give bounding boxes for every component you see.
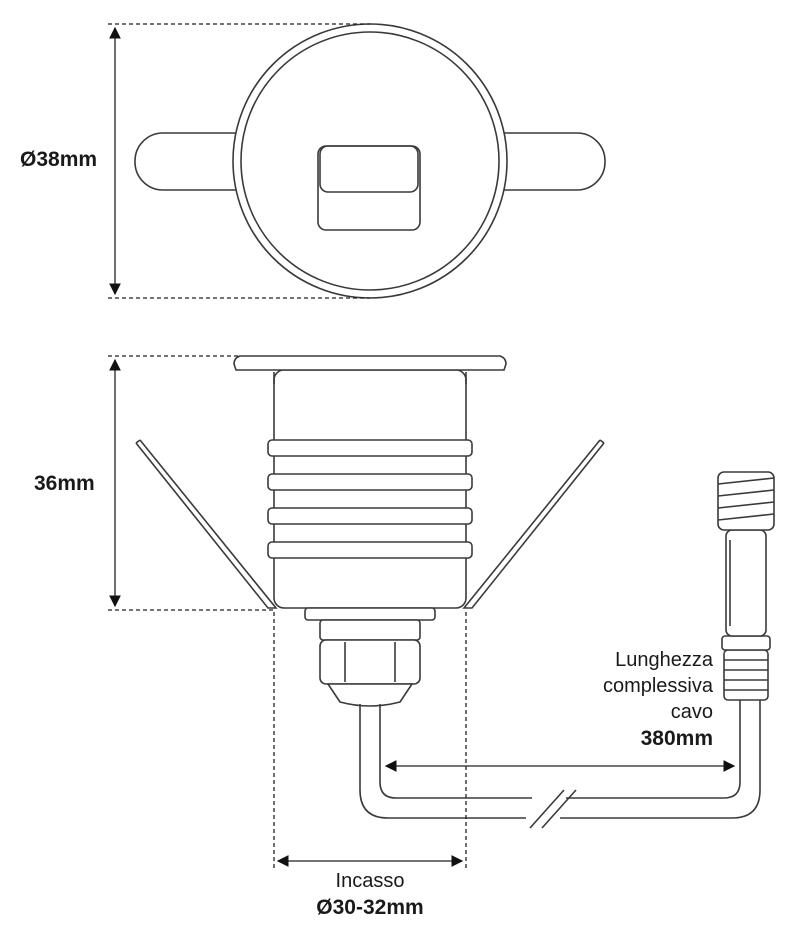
cable bbox=[359, 700, 761, 829]
side-view bbox=[135, 355, 605, 707]
recess-size: Ø30-32mm bbox=[316, 896, 424, 919]
fin bbox=[267, 541, 473, 559]
top-dimension bbox=[108, 23, 370, 299]
fin bbox=[267, 507, 473, 525]
cable-connector bbox=[717, 471, 775, 701]
gland-top bbox=[319, 619, 421, 641]
break-mark bbox=[529, 789, 565, 829]
neck bbox=[304, 607, 436, 621]
cable-label-line1: Lunghezza bbox=[615, 649, 713, 671]
top-inner-ring bbox=[240, 31, 500, 291]
cable-label-line3: cavo bbox=[670, 701, 713, 723]
cable-label-line2: complessiva bbox=[602, 675, 713, 697]
spring-clip-left bbox=[135, 439, 278, 609]
flange bbox=[233, 355, 507, 371]
recess-label: Incasso bbox=[335, 870, 405, 892]
top-view bbox=[134, 23, 606, 299]
fin bbox=[267, 439, 473, 457]
lens-window-inner bbox=[319, 145, 419, 193]
fin bbox=[267, 473, 473, 491]
gland-cone bbox=[326, 683, 414, 707]
top-outer-ring bbox=[232, 23, 508, 299]
side-dimension bbox=[108, 355, 274, 611]
gland-nut bbox=[319, 639, 421, 685]
height-label: 36mm bbox=[34, 472, 95, 495]
spring-clip-right bbox=[462, 439, 605, 609]
cable-length-value: 380mm bbox=[640, 727, 713, 750]
recess-dimension bbox=[273, 612, 467, 870]
break-mark bbox=[541, 789, 577, 829]
diameter-label: Ø38mm bbox=[20, 148, 98, 171]
